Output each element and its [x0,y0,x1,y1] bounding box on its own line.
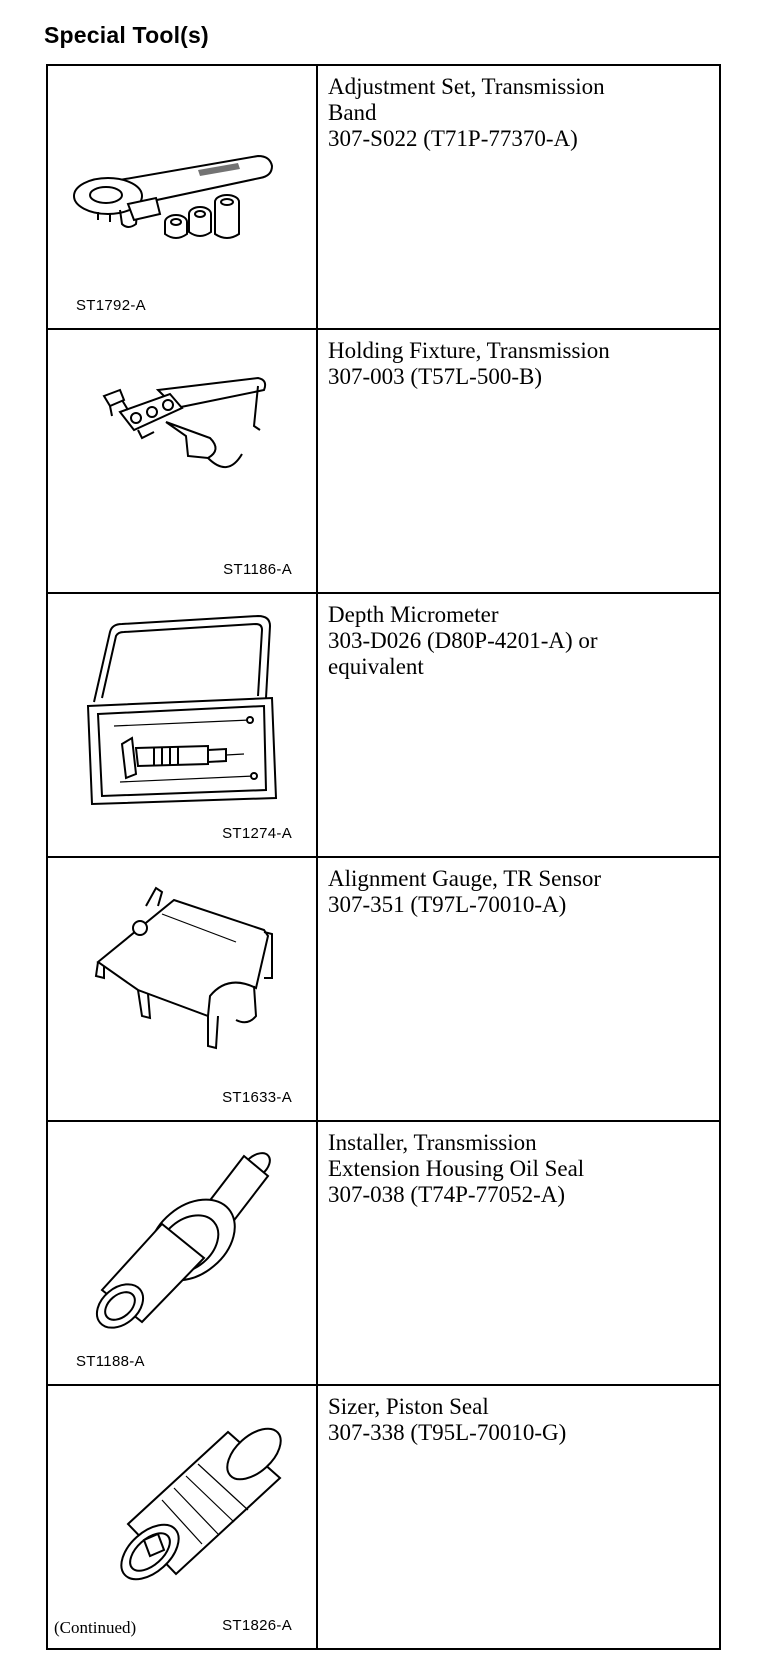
tool-id-label: ST1188-A [76,1353,145,1370]
tool-name-line: Extension Housing Oil Seal [328,1156,585,1181]
tool-id-label: ST1826-A [222,1617,292,1634]
tool-part-number: 307-338 (T95L-70010-G) [328,1420,567,1445]
tool-id-label: ST1274-A [222,825,292,842]
tool-id-label: ST1186-A [223,561,292,578]
tool-image-cell: ST1274-A [46,592,318,858]
tool-row: ST1274-A Depth Micrometer 303-D026 (D80P… [46,592,721,858]
tool-name-line: Depth Micrometer [328,602,499,627]
tool-description-cell: Holding Fixture, Transmission 307-003 (T… [316,328,721,594]
tool-name-line: Holding Fixture, Transmission [328,338,610,363]
transmission-holding-fixture-illustration-icon [102,376,267,468]
tool-description-cell: Alignment Gauge, TR Sensor 307-351 (T97L… [316,856,721,1122]
tool-image-cell: ST1792-A [46,64,318,330]
tool-description-cell: Adjustment Set, Transmission Band 307-S0… [316,64,721,330]
tool-id-label: ST1792-A [76,297,146,314]
tool-row: ST1188-A Installer, Transmission Extensi… [46,1120,721,1386]
piston-seal-sizer-illustration-icon [120,1427,282,1581]
depth-micrometer-illustration-icon [86,614,278,806]
continued-note: (Continued) [54,1618,137,1637]
tool-description-cell: Sizer, Piston Seal 307-338 (T95L-70010-G… [316,1384,721,1650]
tool-row: ST1792-A Adjustment Set, Transmission Ba… [46,64,721,330]
page-title: Special Tool(s) [44,22,209,48]
tool-name-line: Sizer, Piston Seal [328,1394,489,1419]
oil-seal-installer-illustration-icon [95,1152,271,1329]
tool-part-number: 303-D026 (D80P-4201-A) or [328,628,598,653]
tool-description-cell: Depth Micrometer 303-D026 (D80P-4201-A) … [316,592,721,858]
tr-sensor-alignment-gauge-illustration-icon [94,886,273,1050]
transmission-band-adjustment-set-illustration-icon [73,154,274,239]
tool-part-number: 307-S022 (T71P-77370-A) [328,126,578,151]
tool-row: ST1186-A Holding Fixture, Transmission 3… [46,328,721,594]
tool-part-number: 307-003 (T57L-500-B) [328,364,542,389]
tool-name-line: Band [328,100,377,125]
tool-image-cell: ST1188-A [46,1120,318,1386]
tool-row: ST1826-A Sizer, Piston Seal 307-338 (T95… [46,1384,721,1650]
tool-row: ST1633-A Alignment Gauge, TR Sensor 307-… [46,856,721,1122]
tool-name-line: equivalent [328,654,424,679]
tool-part-number: 307-038 (T74P-77052-A) [328,1182,565,1207]
tool-name-line: Installer, Transmission [328,1130,537,1155]
tool-id-label: ST1633-A [222,1089,292,1106]
tool-name-line: Alignment Gauge, TR Sensor [328,866,601,891]
special-tools-table: ST1792-A Adjustment Set, Transmission Ba… [46,64,721,1650]
tool-name-line: Adjustment Set, Transmission [328,74,605,99]
tool-image-cell: ST1826-A [46,1384,318,1650]
tool-description-cell: Installer, Transmission Extension Housin… [316,1120,721,1386]
tool-image-cell: ST1633-A [46,856,318,1122]
tool-image-cell: ST1186-A [46,328,318,594]
tool-part-number: 307-351 (T97L-70010-A) [328,892,567,917]
